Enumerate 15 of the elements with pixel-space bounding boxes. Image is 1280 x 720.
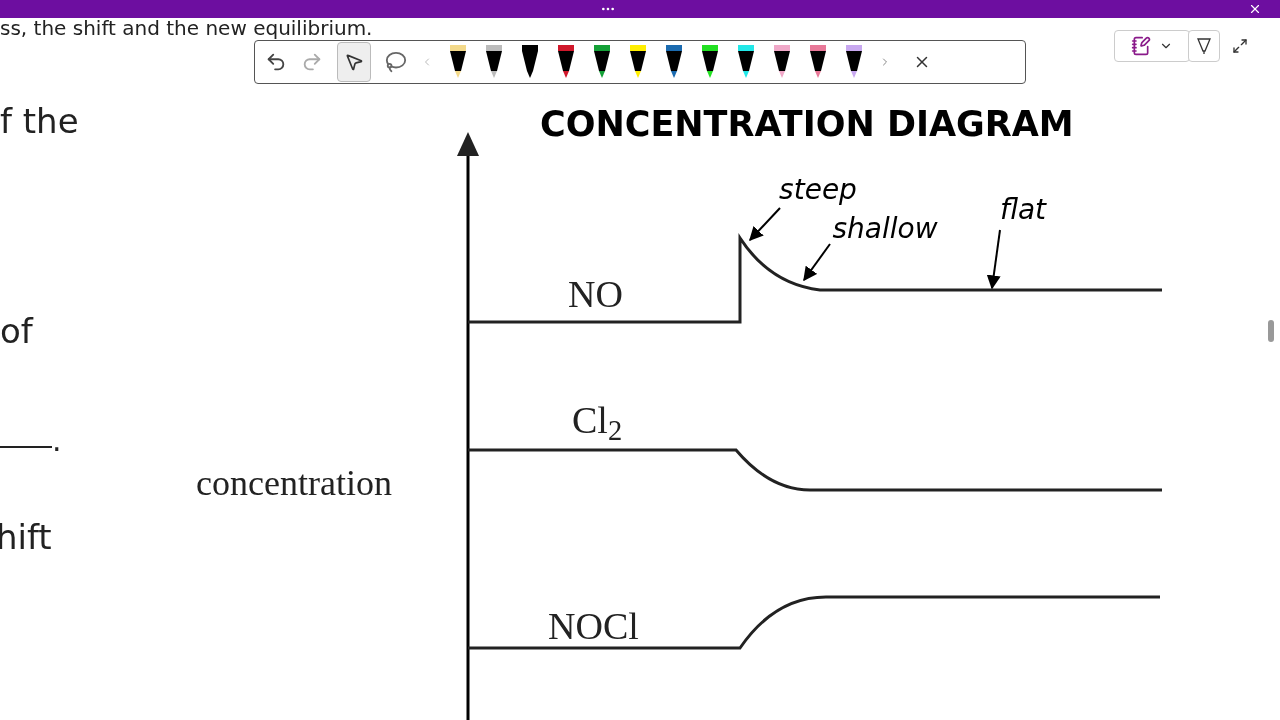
leader-arrow xyxy=(803,243,831,282)
curve-label: NOCl xyxy=(548,604,639,649)
diagram-title: CONCENTRATION DIAGRAM xyxy=(540,103,1074,146)
leader-arrow xyxy=(749,207,781,241)
page-text: . xyxy=(52,422,62,460)
handwritten-note: steep xyxy=(779,176,857,204)
handwritten-note: shallow xyxy=(832,215,938,243)
leader-arrow xyxy=(986,229,1001,290)
handwritten-note: flat xyxy=(999,196,1047,224)
page-text: of xyxy=(0,310,33,353)
page-text: f the xyxy=(0,100,79,143)
curve-label: Cl$_{2}$ xyxy=(572,398,623,449)
page-text: ss, the shift and the new equilibrium. xyxy=(0,18,373,38)
axis-label: concentration xyxy=(196,462,392,505)
curve-label: NO xyxy=(568,272,623,317)
